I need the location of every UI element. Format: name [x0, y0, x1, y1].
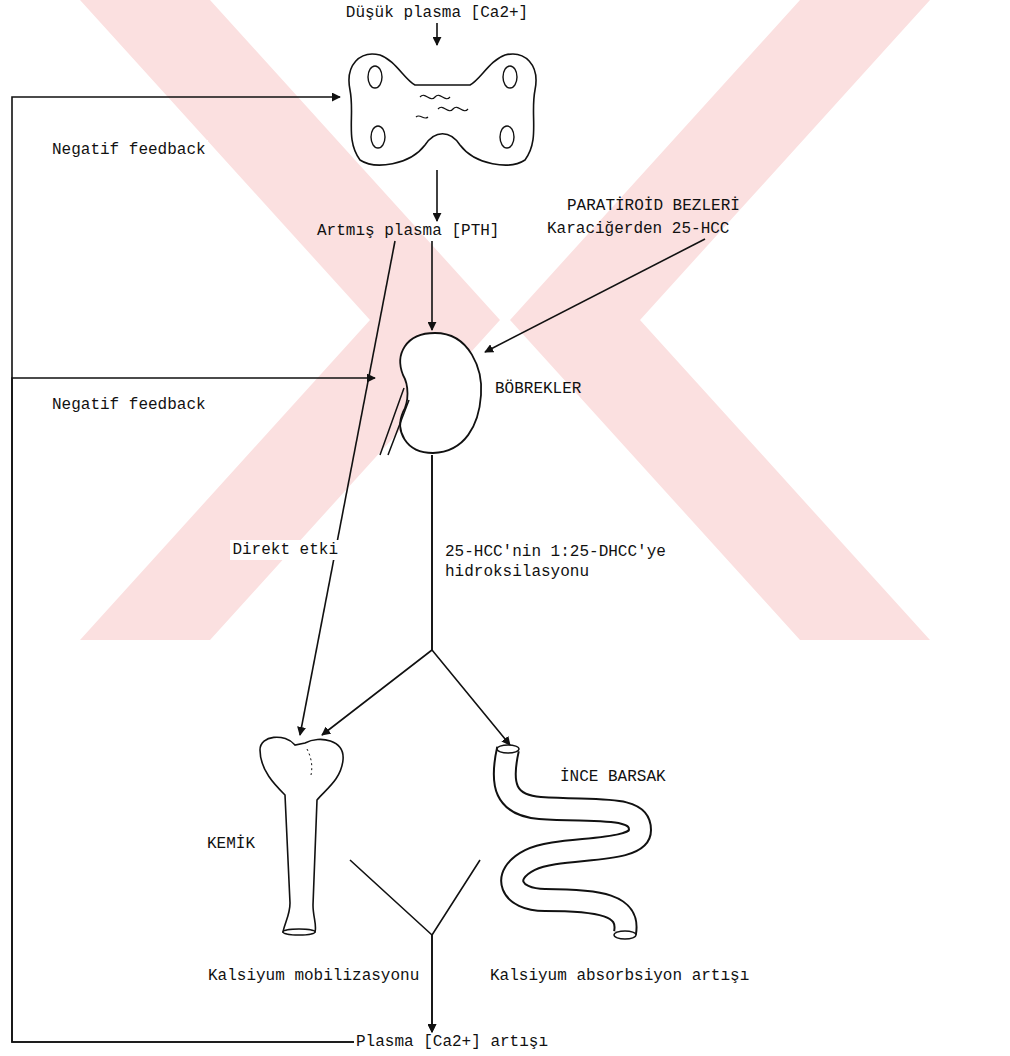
connector-arrow	[12, 378, 375, 1042]
connector-arrow	[300, 241, 395, 735]
bone-illustration	[255, 735, 350, 935]
note-label: Kalsiyum absorbsiyon artışı	[490, 966, 749, 986]
kidney-outline	[400, 333, 481, 453]
connector-arrow	[350, 860, 432, 1032]
illustrated-node: KEMİK	[255, 735, 350, 935]
illustrated-node: İNCE BARSAK	[480, 745, 645, 950]
gland-oval	[371, 126, 385, 148]
note-label: 25-HCC'nin 1:25-DHCC'ye hidroksilasyonu	[445, 542, 695, 582]
connector-arrow	[12, 97, 354, 1042]
bone-detail	[307, 749, 312, 775]
node-text: Plasma [Ca2+] artışı	[356, 1033, 548, 1051]
intestine-opening	[614, 931, 636, 939]
text-node: Düşük plasma [Ca2+]	[344, 3, 530, 23]
gland-outline	[349, 54, 536, 165]
kidney-illustration	[375, 330, 485, 455]
parathyroid-illustration	[340, 45, 545, 170]
bone-end	[283, 929, 315, 935]
text-node: Artmış plasma [PTH]	[315, 221, 501, 241]
edge-label: Negatif feedback	[50, 395, 208, 415]
connector-arrow	[485, 239, 705, 352]
text-node: Plasma [Ca2+] artışı	[354, 1032, 550, 1052]
text-node: Karaciğerden 25-HCC	[545, 219, 731, 239]
ureter	[380, 388, 409, 455]
connector-arrow	[436, 170, 438, 221]
connector-arrow	[322, 455, 432, 735]
connector-arrow	[436, 23, 438, 45]
gland-oval	[368, 66, 382, 88]
gland-squiggle	[416, 95, 468, 118]
illustrated-node: BÖBREKLER	[375, 330, 485, 455]
node-text: KEMİK	[207, 835, 255, 853]
node-text: BÖBREKLER	[495, 380, 581, 398]
node-text: Düşük plasma [Ca2+]	[346, 4, 528, 22]
note-label: Kalsiyum mobilizasyonu	[208, 966, 419, 986]
connector-arrow	[432, 860, 480, 1032]
edge-label: Negatif feedback	[50, 140, 208, 160]
gland-oval	[503, 66, 517, 88]
bone-outline	[260, 737, 343, 932]
connector-arrow	[432, 455, 510, 745]
intestine-opening	[497, 745, 519, 753]
node-text: İNCE BARSAK	[560, 768, 666, 786]
gland-oval	[500, 126, 514, 148]
illustrated-node: PARATİROİD BEZLERİ	[340, 45, 545, 170]
edge-label: Direkt etki	[230, 540, 340, 560]
node-text: PARATİROİD BEZLERİ	[567, 197, 740, 215]
watermark-chevron	[80, 0, 500, 640]
node-text: Artmış plasma [PTH]	[317, 222, 499, 240]
connector-arrow	[431, 241, 433, 330]
node-text: Karaciğerden 25-HCC	[547, 220, 729, 238]
